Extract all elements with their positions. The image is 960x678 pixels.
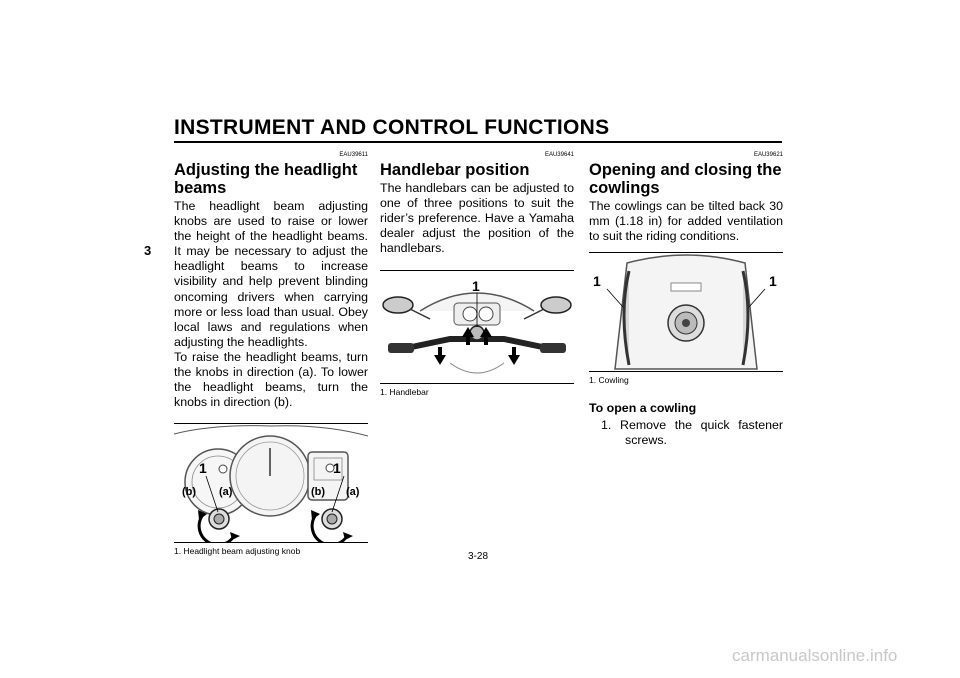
section-heading: Opening and closing the cowlings — [589, 161, 782, 197]
callout-1: 1 — [199, 460, 207, 477]
cowling-illustration — [606, 254, 766, 371]
label-a: (a) — [346, 486, 360, 499]
section-handlebar-position: EAU39641 Handlebar position The handleba… — [380, 152, 574, 397]
section-code: EAU39611 — [339, 152, 368, 158]
sub-heading: To open a cowling — [589, 401, 697, 416]
headlight-knob-illustration — [174, 425, 368, 543]
step-number: 1. — [601, 418, 612, 433]
paragraph: To raise the headlight beams, turn the k… — [174, 349, 368, 410]
section-heading: Handlebar position — [380, 161, 530, 179]
section-body: The cowlings can be tilted back 30 mm (1… — [589, 199, 783, 244]
figure-handlebar: 1 — [380, 270, 574, 385]
figure-cowling: 1 1 — [589, 252, 783, 373]
section-cowlings: EAU39621 Opening and closing the cowling… — [589, 152, 783, 448]
figure-headlight-knob: 1 1 (b) (a) (b) (a) — [174, 423, 368, 544]
label-b: (b) — [311, 486, 326, 499]
paragraph: The cowlings can be tilted back 30 mm (1… — [589, 199, 783, 244]
section-heading: Adjusting the headlight beams — [174, 161, 358, 197]
paragraph: The handlebars can be adjusted to one of… — [380, 181, 574, 256]
figure-caption: 1. Headlight beam adjusting knob — [174, 546, 301, 557]
figure-caption: 1. Handlebar — [380, 387, 429, 398]
handlebar-illustration — [382, 292, 572, 374]
callout-1: 1 — [472, 278, 480, 295]
label-a: (a) — [219, 486, 233, 499]
section-code: EAU39641 — [544, 152, 574, 158]
title-rule — [174, 141, 782, 143]
section-body: The handlebars can be adjusted to one of… — [380, 181, 574, 256]
section-headlight-beams: EAU39611 Adjusting the headlight beams T… — [174, 152, 368, 556]
section-body: The headlight beam adjusting knobs are u… — [174, 199, 368, 410]
page-number: 3-28 — [468, 551, 489, 562]
callout-1: 1 — [333, 460, 341, 477]
chapter-tab: 3 — [144, 243, 152, 258]
watermark: carmanualsonline.info — [732, 646, 898, 665]
label-b: (b) — [182, 486, 197, 499]
section-code: EAU39621 — [753, 152, 783, 158]
paragraph: The headlight beam adjusting knobs are u… — [174, 199, 368, 349]
page-title: INSTRUMENT AND CONTROL FUNCTIONS — [174, 116, 610, 139]
callout-1: 1 — [593, 273, 601, 290]
step-item: 1. Remove the quick fastener screws. — [589, 418, 783, 448]
callout-1: 1 — [769, 273, 777, 290]
step-text: Remove the quick fastener screws. — [620, 418, 783, 448]
figure-caption: 1. Cowling — [589, 375, 629, 386]
